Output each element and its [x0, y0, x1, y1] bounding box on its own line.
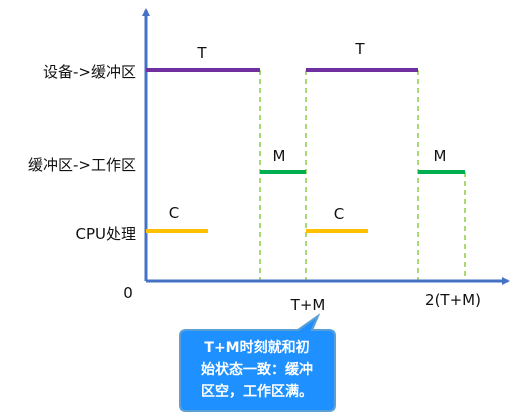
callout-line-2: 始状态一致：缓冲: [201, 361, 313, 378]
callout-bubble: [179, 313, 336, 412]
t-label-2: T: [354, 40, 365, 58]
tick-label-2-t-plus-m: 2(T+M): [425, 291, 481, 309]
row-label-buffer-to-work: 缓冲区->工作区: [28, 156, 136, 174]
m-label-1: M: [273, 147, 286, 165]
m-label-2: M: [434, 147, 447, 165]
tick-label-t-plus-m: T+M: [290, 296, 326, 314]
t-label-1: T: [196, 44, 207, 62]
c-label-1: C: [169, 204, 179, 222]
callout-line-3: 区空，工作区满。: [201, 383, 313, 400]
row-label-device-to-buffer: 设备->缓冲区: [43, 63, 136, 81]
callout: T+M时刻就和初 始状态一致：缓冲 区空，工作区满。: [179, 313, 336, 412]
origin-label: 0: [123, 284, 133, 302]
guide-lines: [259, 70, 466, 281]
callout-line-1: T+M时刻就和初: [204, 339, 309, 356]
row-label-cpu: CPU处理: [76, 225, 137, 243]
c-label-2: C: [334, 205, 344, 223]
